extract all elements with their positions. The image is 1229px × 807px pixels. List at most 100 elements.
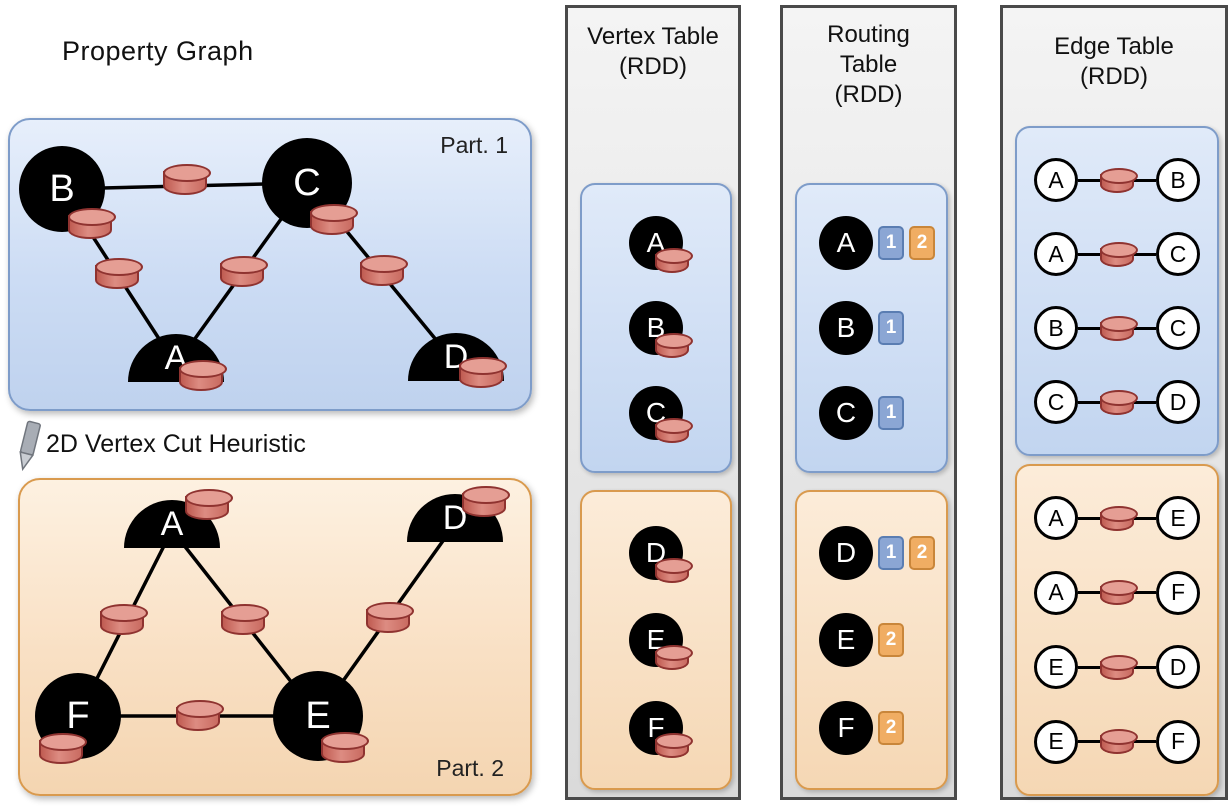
edge-property-db-icon <box>1100 167 1138 193</box>
partition-ref-badge: 1 <box>878 226 904 260</box>
partition-ref-badge: 1 <box>878 396 904 430</box>
edge-connector-line <box>1078 241 1156 267</box>
partition-2-label: Part. 2 <box>436 755 504 781</box>
vertex-circle: F <box>819 700 873 755</box>
vertex-table-entry: B <box>629 301 693 358</box>
edge-target-vertex: C <box>1156 306 1200 350</box>
vertex-property-db-icon <box>39 733 87 764</box>
vertex-property-db-icon <box>655 732 693 758</box>
vertex-circle: C <box>819 386 873 440</box>
edge-connector-line <box>1078 315 1156 341</box>
vertex-table-entry: D <box>629 525 693 583</box>
vertex-property-db-icon <box>462 486 510 517</box>
vertex-circle: E <box>819 613 873 667</box>
edge-connector-line <box>1078 729 1156 755</box>
edge-target-vertex: F <box>1156 719 1200 764</box>
edge-source-vertex: C <box>1034 380 1078 424</box>
edge-property-db-icon <box>163 164 211 195</box>
edge-property-db-icon <box>366 602 414 633</box>
edge-property-db-icon <box>1100 241 1138 267</box>
edge-target-vertex: B <box>1156 158 1200 202</box>
edge-target-vertex: E <box>1156 496 1200 541</box>
partition-1-label: Part. 1 <box>440 132 508 158</box>
vertex-property-db-icon <box>459 357 507 388</box>
vertex-property-db-icon <box>655 418 693 443</box>
edge-source-vertex: E <box>1034 719 1078 764</box>
vertex-property-db-icon <box>179 360 227 391</box>
vertex-table-title: Vertex Table (RDD) <box>568 8 738 82</box>
edge-connector-line <box>1078 580 1156 606</box>
edge-table-title-line: (RDD) <box>1080 63 1148 90</box>
vertex-circle: A <box>819 216 873 270</box>
vertex-table-entry: A <box>629 216 693 273</box>
edge-table-title: Edge Table (RDD) <box>1003 8 1225 92</box>
vertex-circle: B <box>819 301 873 355</box>
edge-property-db-icon <box>220 256 268 287</box>
vertex-circle: D <box>819 525 873 580</box>
edge-property-db-icon <box>95 258 143 289</box>
property-graph-title: Property Graph <box>62 36 254 66</box>
edge-property-db-icon <box>1100 505 1138 531</box>
edge-source-vertex: A <box>1034 232 1078 276</box>
edge-connector-line <box>1078 505 1156 531</box>
vertex-table-title-line: Vertex Table <box>587 23 719 50</box>
edge-property-db-icon <box>221 604 269 635</box>
edge-target-vertex: F <box>1156 570 1200 615</box>
edge-property-db-icon <box>176 700 224 731</box>
vertex-property-db-icon <box>185 489 233 520</box>
vertex-table-entry: C <box>629 386 693 443</box>
routing-table-title-line: (RDD) <box>834 81 903 108</box>
edge-source-vertex: E <box>1034 645 1078 690</box>
edge-target-vertex: D <box>1156 380 1200 424</box>
pencil-cut-icon <box>19 420 41 472</box>
partition-ref-badge: 1 <box>878 535 904 570</box>
vertex-property-db-icon <box>655 333 693 358</box>
routing-table-title-line: Routing <box>827 21 910 48</box>
vertex-property-db-icon <box>310 204 358 235</box>
partition-ref-badge: 2 <box>909 535 935 570</box>
edge-source-vertex: A <box>1034 570 1078 615</box>
edge-connector-line <box>1078 654 1156 680</box>
vertex-table-entry: F <box>629 700 693 758</box>
edge-target-vertex: C <box>1156 232 1200 276</box>
vertex-property-db-icon <box>655 557 693 583</box>
edge-table-title-line: Edge Table <box>1054 33 1174 60</box>
edge-property-db-icon <box>1100 729 1138 755</box>
vertex-property-db-icon <box>68 208 116 239</box>
edge-source-vertex: A <box>1034 158 1078 202</box>
routing-table-title-line: Table <box>839 51 898 78</box>
edge-property-db-icon <box>1100 315 1138 341</box>
edge-property-db-icon <box>1100 580 1138 606</box>
vertex-property-db-icon <box>655 248 693 273</box>
edge-property-db-icon <box>360 255 408 286</box>
edge-connector-line <box>1078 167 1156 193</box>
edge-property-db-icon <box>1100 389 1138 415</box>
partition-ref-badge: 2 <box>878 710 904 745</box>
vertex-table-title-line: (RDD) <box>619 53 687 80</box>
partition-ref-badge: 1 <box>878 311 904 345</box>
edge-source-vertex: B <box>1034 306 1078 350</box>
